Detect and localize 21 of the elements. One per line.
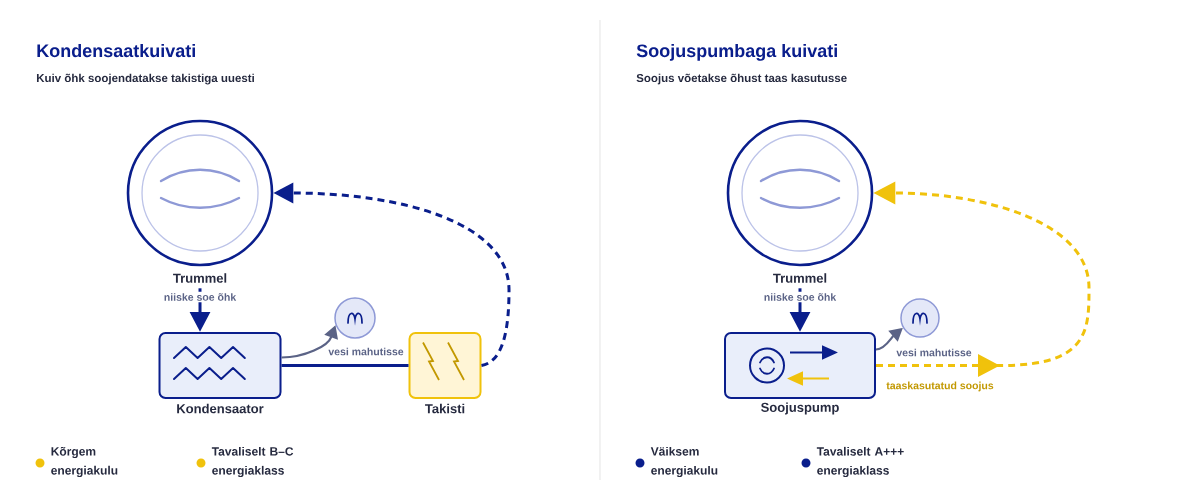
component-label: Soojuspump [761,402,839,415]
connector-line [281,364,409,367]
subheading: Soojus võetakse õhust taas kasutusse [636,73,847,85]
heading: Soojuspumbaga kuivati [636,43,837,61]
legend-text: Tavaliselt A+++ energiaklass [816,446,904,478]
edge-label: taaskasutatud soojus [884,380,996,393]
edge-label: niiske soe õhk [162,291,238,303]
heading: Kondensaatkuivati [37,43,195,58]
component-label: Trummel [773,273,827,283]
legend-text: Väiksem energiakulu [650,446,718,478]
subheading: Kuiv õhk soojendatakse takistiga uuesti [37,73,254,85]
component-label: Trummel [173,273,227,283]
edge-label: vesi mahutisse [326,346,406,357]
component-label: Kondensaator [177,403,264,414]
edge-label: niiske soe õhk [762,291,838,303]
legend-text: Tavaliselt B–C energiaklass [211,446,294,478]
water-circle-icon [334,297,376,339]
water-circle-icon [900,298,940,338]
component-label: Takisti [425,403,465,414]
edge-label: vesi mahutisse [894,347,974,358]
legend-text: Kõrgem energiakulu [51,446,118,478]
